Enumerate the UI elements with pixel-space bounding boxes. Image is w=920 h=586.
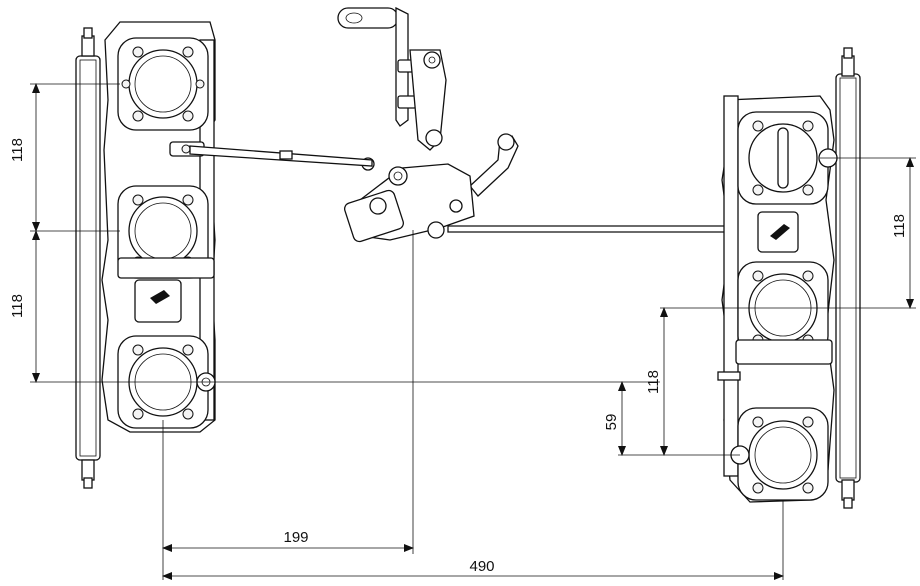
right-side-bar — [723, 95, 739, 477]
dim-left-lower-118: 118 — [9, 294, 26, 318]
dim-overall-width-490: 490 — [469, 558, 494, 575]
dim-right-upper-118: 118 — [891, 214, 908, 238]
dim-left-upper-118: 118 — [9, 138, 26, 162]
left-throttle-bank — [75, 21, 216, 489]
dim-linkage-offset-199: 199 — [283, 529, 308, 546]
left-fuel-rail — [75, 55, 101, 461]
left-throttle-bore-1 — [117, 37, 209, 131]
right-throttle-bore-2 — [737, 261, 829, 355]
right-throttle-bank — [717, 47, 861, 509]
dimension-lines — [30, 83, 916, 580]
right-fuel-rail — [835, 73, 861, 483]
dim-right-lower-118: 118 — [645, 370, 662, 394]
dim-vertical-offset-59: 59 — [603, 414, 620, 431]
linkage-rods — [189, 145, 741, 233]
right-throttle-bore-1 — [737, 111, 838, 205]
right-throttle-bore-3 — [730, 407, 829, 501]
center-bellcrank — [337, 6, 519, 243]
